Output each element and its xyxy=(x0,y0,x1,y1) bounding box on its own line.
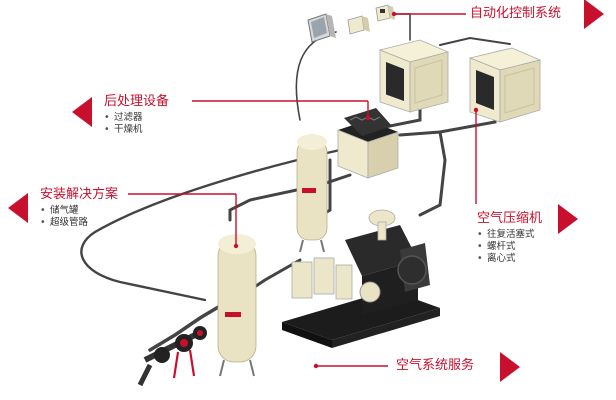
air-receiver-tank-front xyxy=(217,234,257,377)
callout-installation-item: 超级管路 xyxy=(40,217,118,229)
callout-treatment-list: 过滤器 干燥机 xyxy=(104,112,169,136)
callout-treatment-item: 干燥机 xyxy=(104,124,169,136)
callout-compressor-item: 往复活塞式 xyxy=(477,229,542,241)
callout-treatment-item: 过滤器 xyxy=(104,112,169,124)
compressor-cabinet-right xyxy=(468,47,542,123)
controller-box-icon xyxy=(347,4,395,35)
callout-compressor: 空气压缩机 往复活塞式 螺杆式 离心式 xyxy=(477,211,542,265)
callout-installation: 安装解决方案 储气罐 超级管路 xyxy=(40,187,118,229)
air-dryer xyxy=(337,108,399,179)
callout-leader-lines xyxy=(128,13,477,367)
callout-compressor-list: 往复活塞式 螺杆式 离心式 xyxy=(477,229,542,265)
callout-leader-dots xyxy=(233,11,479,369)
arrow-left-installation xyxy=(8,193,28,223)
callout-automation-title: 自动化控制系统 xyxy=(470,6,562,21)
callout-installation-item: 储气罐 xyxy=(40,205,118,217)
callout-treatment: 后处理设备 过滤器 干燥机 xyxy=(104,94,169,136)
callout-compressor-title: 空气压缩机 xyxy=(477,211,543,226)
callout-treatment-title: 后处理设备 xyxy=(104,94,170,109)
arrow-left-treatment xyxy=(72,97,92,127)
callout-service: 空气系统服务 xyxy=(396,358,474,374)
callout-compressor-item: 离心式 xyxy=(477,253,542,265)
callout-installation-list: 储气罐 超级管路 xyxy=(40,205,118,229)
controller-monitor-icon xyxy=(307,13,336,43)
pipe-fittings-assembly xyxy=(137,326,207,387)
arrow-right-service xyxy=(500,352,520,382)
callout-automation: 自动化控制系统 xyxy=(470,6,561,22)
callout-compressor-item: 螺杆式 xyxy=(477,241,542,253)
callout-service-title: 空气系统服务 xyxy=(396,358,475,373)
arrow-right-automation xyxy=(584,0,604,29)
air-receiver-tank-rear xyxy=(296,134,328,253)
compressor-cabinet-left xyxy=(378,39,450,113)
reciprocating-compressor xyxy=(282,209,440,348)
callout-installation-title: 安装解决方案 xyxy=(40,187,119,202)
arrow-right-compressor xyxy=(558,204,578,234)
